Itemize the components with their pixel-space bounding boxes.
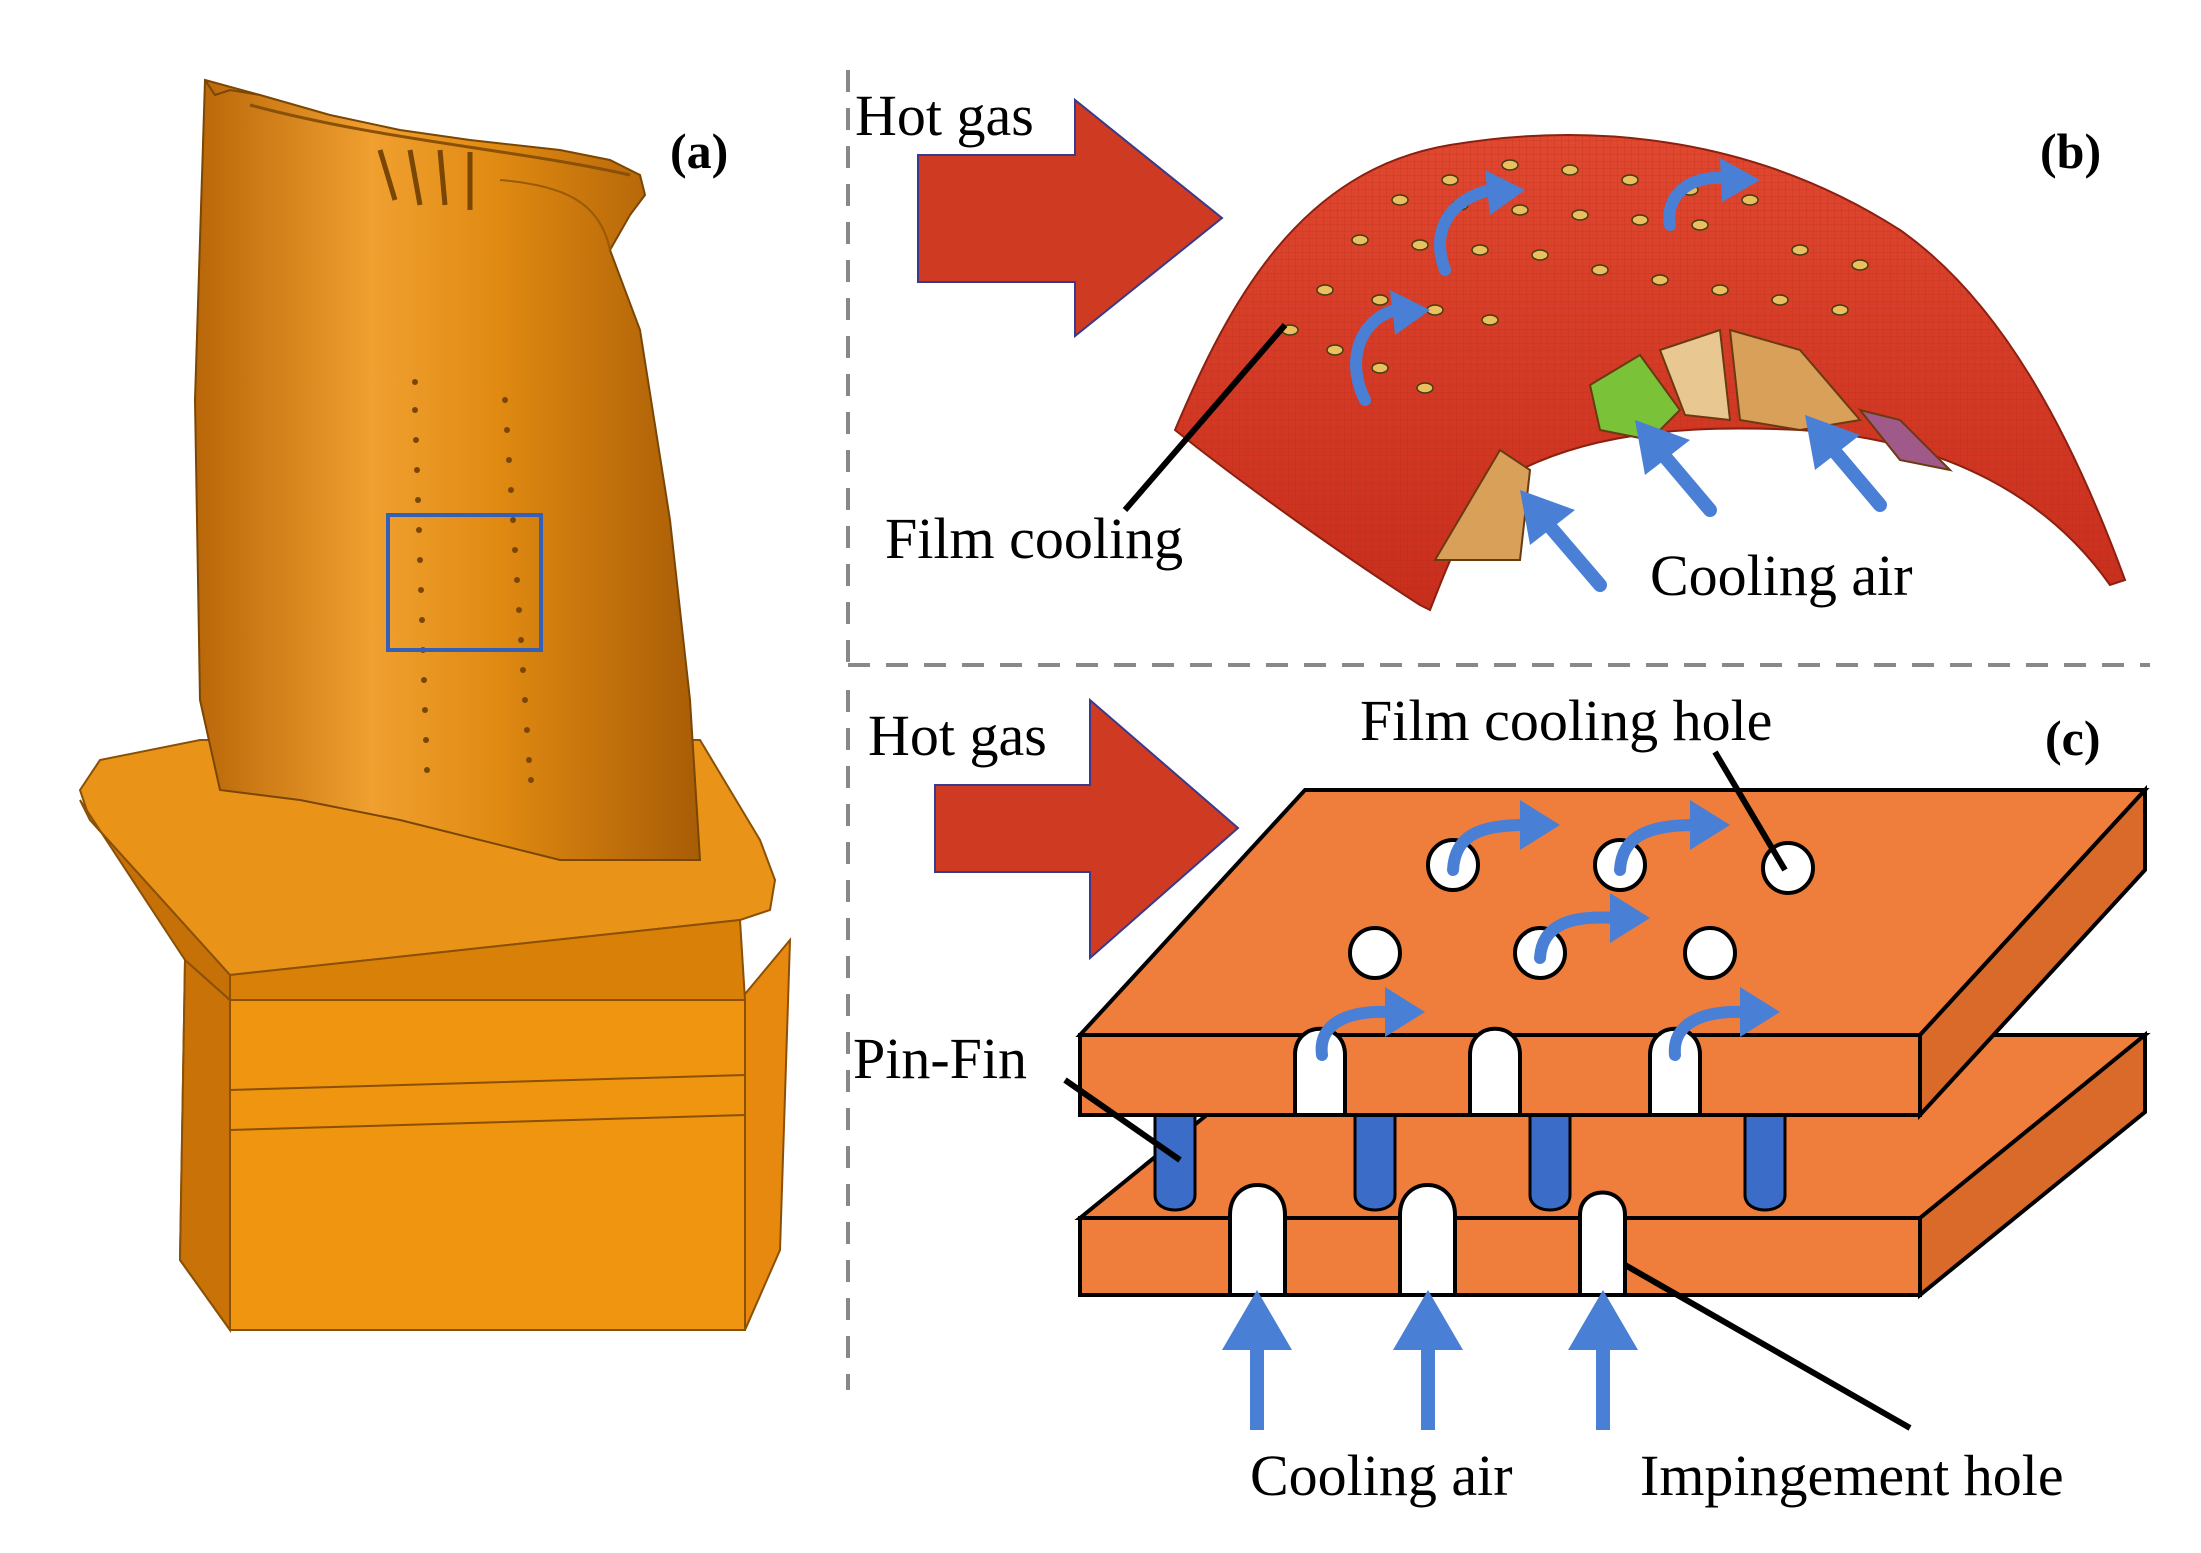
pin-fin-label: Pin-Fin [853, 1026, 1027, 1091]
film-flow-arrows [1350, 171, 1731, 406]
panel-dividers [846, 70, 2150, 1390]
panel-b-film-cooling-label: Film cooling [885, 506, 1183, 571]
film-flow-arrows-c [1315, 819, 1751, 1061]
blade-airfoil [193, 78, 702, 861]
blade-root-face [229, 999, 746, 1331]
panel-a: (a) [78, 78, 792, 1334]
panel-b-label: (b) [2040, 123, 2101, 179]
cooling-air-arrowheads-c [1222, 1290, 1638, 1350]
top-edge-holes [1293, 1026, 1702, 1117]
impingement-holes [1228, 1183, 1627, 1297]
film-cooling-hole-label: Film cooling hole [1360, 688, 1772, 753]
shell-inner-cavities [1433, 328, 1954, 561]
hot-gas-arrow-c [934, 697, 1240, 961]
leader-lines-c [1063, 750, 1912, 1431]
film-flow-arrowheads-c [1385, 800, 1780, 1037]
panel-b: Hot gas (b) [855, 83, 2127, 612]
blade-zoom-region-box [386, 513, 543, 652]
cooling-air-arrows-c [1250, 1340, 1610, 1430]
film-cooling-leader [1122, 323, 1288, 512]
panel-c-hot-gas-label: Hot gas [868, 703, 1047, 768]
panel-b-cooling-air-label: Cooling air [1650, 543, 1913, 608]
cooling-air-arrowheads-b [1520, 415, 1860, 545]
panel-c-label: (c) [2045, 710, 2101, 766]
hot-gas-arrow-b [917, 97, 1224, 339]
panel-b-hot-gas-label: Hot gas [855, 83, 1034, 148]
panel-a-label: (a) [670, 123, 728, 179]
panel-c-cooling-air-label: Cooling air [1250, 1443, 1513, 1508]
impingement-hole-label: Impingement hole [1640, 1443, 2064, 1508]
film-flow-arrowheads [1390, 158, 1760, 335]
panel-c: Hot gas (c) Film cooling hole [853, 688, 2151, 1508]
